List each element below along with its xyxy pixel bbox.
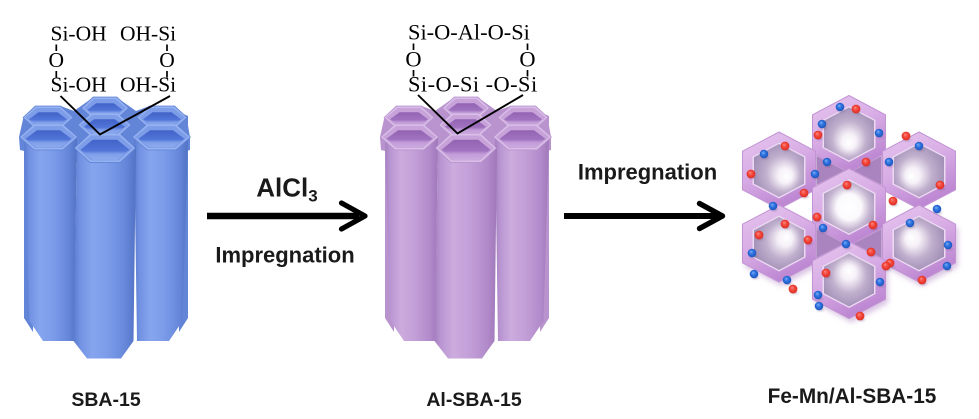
svg-text:O: O <box>49 48 65 72</box>
svg-text:AlCl3: AlCl3 <box>256 173 317 206</box>
svg-text:Si-O-Si -O-Si: Si-O-Si -O-Si <box>408 72 538 97</box>
svg-text:Si-OH: Si-OH <box>51 73 107 97</box>
svg-text:Al-SBA-15: Al-SBA-15 <box>426 389 522 411</box>
svg-text:Impregnation: Impregnation <box>578 160 717 185</box>
svg-text:SBA-15: SBA-15 <box>71 389 141 411</box>
svg-text:O: O <box>159 48 175 72</box>
svg-text:O: O <box>405 47 421 72</box>
svg-text:Impregnation: Impregnation <box>215 243 354 268</box>
svg-text:O: O <box>519 47 535 72</box>
svg-text:Si-O-Al-O-Si: Si-O-Al-O-Si <box>408 20 530 45</box>
svg-text:Fe-Mn/Al-SBA-15: Fe-Mn/Al-SBA-15 <box>768 385 937 408</box>
svg-text:Si-OH: Si-OH <box>51 22 107 46</box>
svg-text:OH-Si: OH-Si <box>120 22 176 46</box>
